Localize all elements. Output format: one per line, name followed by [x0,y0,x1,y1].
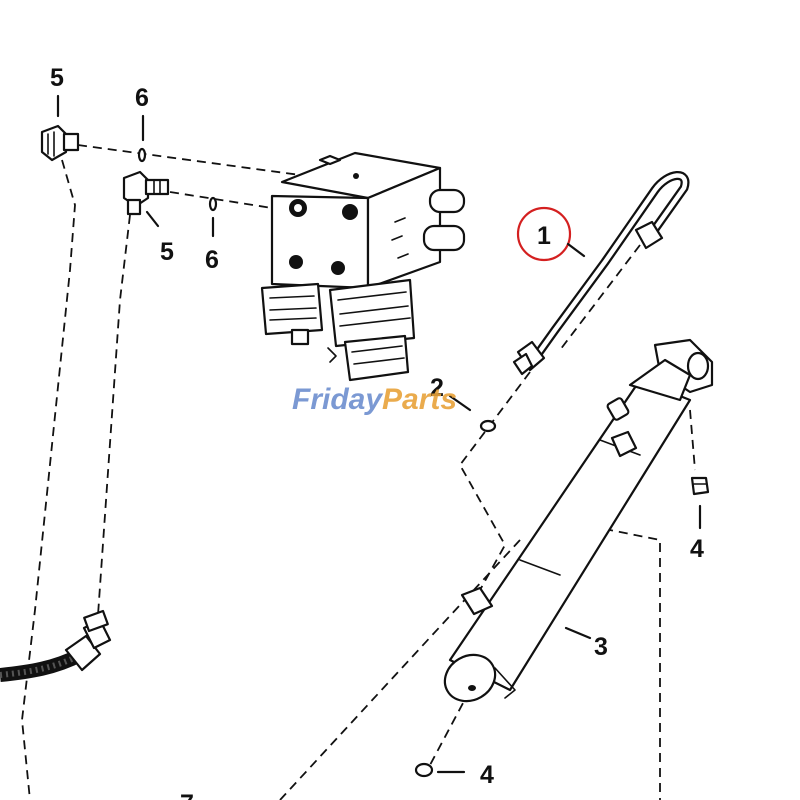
hydraulic-hose [0,609,112,682]
svg-text:FridayParts: FridayParts [292,383,457,416]
callout-fitting-bottom: 4 [480,761,494,789]
watermark-part2: Parts [382,383,457,416]
callout-fitting-right: 4 [690,535,704,563]
callout-cut-off: 7 [180,790,194,800]
callout-cylinder: 3 [594,633,608,661]
leader-3 [564,626,592,640]
callout-tube: 1 [537,222,551,250]
elbow-fitting-top [40,124,80,162]
elbow-fitting-mid [122,170,170,216]
leader-2 [448,394,472,412]
callout-elbow-mid: 5 [160,238,174,266]
grease-fitting-right [690,476,710,496]
o-ring-top [137,147,147,163]
watermark: FridayParts [292,383,457,416]
leader-1 [566,242,586,258]
o-ring-mid [208,196,218,212]
control-valve-block [260,151,466,382]
callout-oring-mid: 6 [205,246,219,274]
watermark-part1: Friday [292,383,383,416]
callout-seal: 2 [430,374,444,402]
seal-ring [479,419,497,433]
hydraulic-tube [512,171,690,376]
grease-fitting-bottom [414,762,434,778]
hydraulic-cylinder [443,338,714,703]
callout-oring-top: 6 [135,84,149,112]
highlight-circle [516,206,572,262]
callout-elbow-top: 5 [50,64,64,92]
